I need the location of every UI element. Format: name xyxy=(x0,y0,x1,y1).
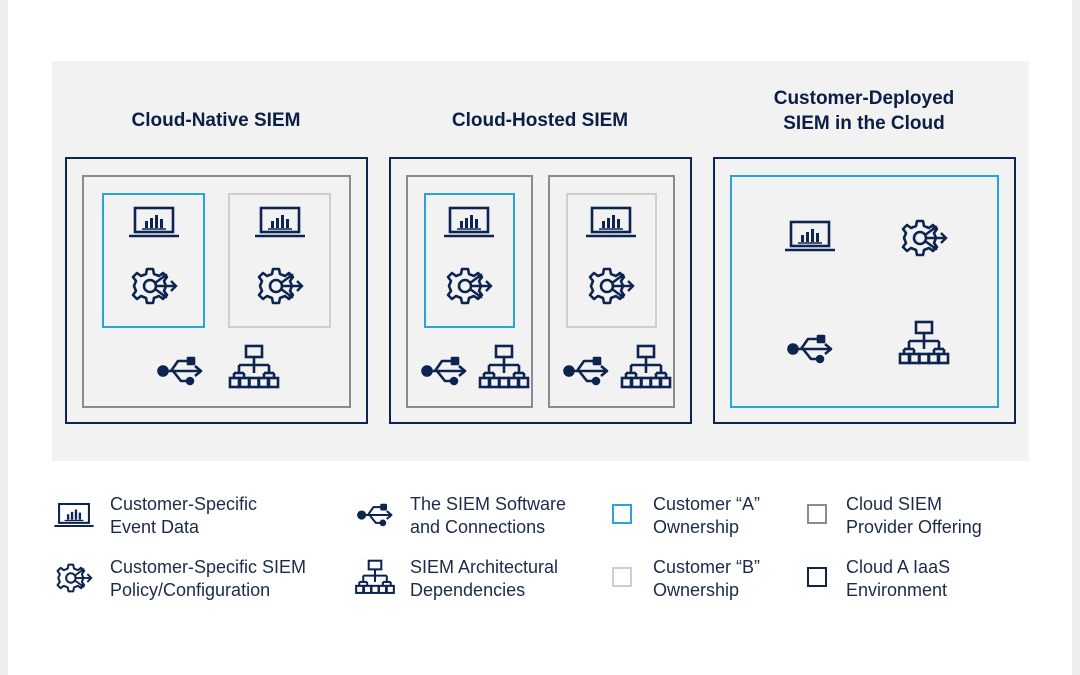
legend-swatch-provider-offering xyxy=(807,504,827,524)
diagram-panel xyxy=(52,61,1029,461)
legend-text: Customer “A” Ownership xyxy=(653,494,761,537)
legend-swatch-customer-a xyxy=(612,504,632,524)
customer-b-box xyxy=(228,193,331,328)
iaas-environment-box xyxy=(389,157,692,424)
hierarchy-icon xyxy=(476,340,532,396)
customer-a-box xyxy=(730,175,999,408)
iaas-environment-box xyxy=(65,157,368,424)
customer-a-box xyxy=(102,193,205,328)
gear-arrows-icon xyxy=(583,258,639,314)
legend-text: The SIEM Software and Connections xyxy=(410,494,567,537)
laptop-chart-icon xyxy=(782,208,838,264)
legend-text: Cloud SIEM Provider Offering xyxy=(846,494,982,537)
legend-text: Cloud A IaaS Environment xyxy=(846,557,951,600)
usb-connection-icon xyxy=(558,343,614,399)
gear-arrows-icon xyxy=(52,556,96,600)
gear-arrows-icon xyxy=(126,258,182,314)
left-border-strip xyxy=(0,0,8,675)
customer-b-box xyxy=(566,193,657,328)
usb-connection-icon xyxy=(782,321,838,377)
column-title-cloud-hosted: Cloud-Hosted SIEM xyxy=(451,110,629,131)
laptop-chart-icon xyxy=(441,194,497,250)
provider-offering-box xyxy=(82,175,351,408)
hierarchy-icon xyxy=(226,340,282,396)
usb-connection-icon xyxy=(152,343,208,399)
provider-offering-box xyxy=(548,175,675,408)
hierarchy-icon xyxy=(353,556,397,600)
legend-swatch-customer-b xyxy=(612,567,632,587)
laptop-chart-icon xyxy=(583,194,639,250)
usb-connection-icon xyxy=(416,343,472,399)
laptop-chart-icon xyxy=(252,194,308,250)
provider-offering-box xyxy=(406,175,533,408)
legend-text: Customer-Specific Event Data xyxy=(110,494,258,537)
gear-arrows-icon xyxy=(441,258,497,314)
gear-arrows-icon xyxy=(252,258,308,314)
laptop-chart-icon xyxy=(52,493,96,537)
customer-a-box xyxy=(424,193,515,328)
legend-text: Customer-Specific SIEM Policy/Configurat… xyxy=(110,557,307,600)
hierarchy-icon xyxy=(618,340,674,396)
legend-swatch-iaas-environment xyxy=(807,567,827,587)
iaas-environment-box xyxy=(713,157,1016,424)
laptop-chart-icon xyxy=(126,194,182,250)
column-title-customer-deployed: Customer-Deployed SIEM in the Cloud xyxy=(773,88,955,134)
usb-connection-icon xyxy=(353,493,397,537)
right-border-strip xyxy=(1072,0,1080,675)
column-title-cloud-native: Cloud-Native SIEM xyxy=(131,110,301,131)
hierarchy-icon xyxy=(896,316,952,372)
gear-arrows-icon xyxy=(896,210,952,266)
legend-text: SIEM Architectural Dependencies xyxy=(410,557,559,600)
legend-text: Customer “B” Ownership xyxy=(653,557,761,600)
